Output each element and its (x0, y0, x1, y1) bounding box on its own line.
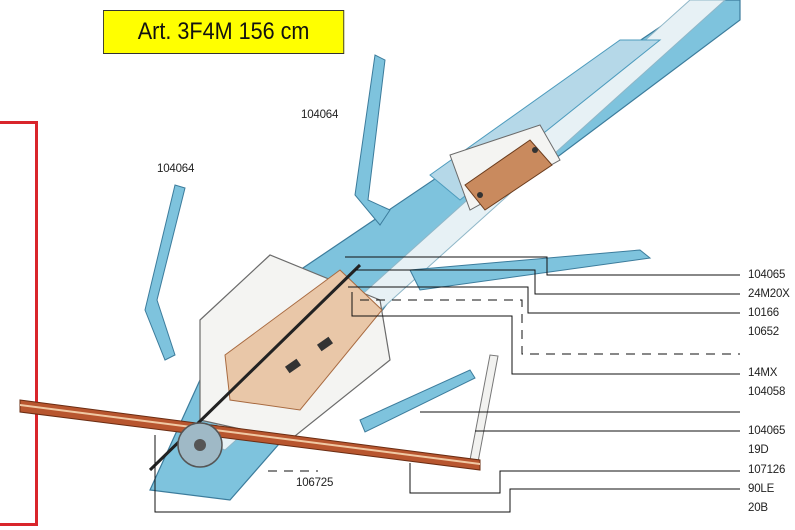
handle-top-left (144, 184, 186, 361)
label-part-104064-top: 104064 (301, 109, 339, 121)
leader-line (348, 286, 740, 314)
label-part-104064-left: 104064 (157, 163, 195, 175)
bolt-icon (477, 192, 483, 198)
label-part-bottom: 106725 (296, 477, 334, 489)
upper-copper-plate (464, 139, 553, 211)
leader-line (355, 269, 740, 295)
label-part-r1: 104065 (748, 269, 786, 281)
window-slot (316, 336, 334, 352)
label-part-r8: 19D (748, 444, 769, 456)
label-part-r9: 107126 (748, 464, 786, 476)
label-part-r3: 10166 (748, 307, 779, 319)
label-part-r11: 20B (748, 502, 768, 514)
handle-top-mid (354, 54, 391, 226)
label-part-r5: 14MX (748, 367, 778, 379)
label-part-r7: 104065 (748, 425, 786, 437)
leader-line (351, 292, 740, 375)
leader-line (154, 435, 740, 513)
pivot-hub (194, 439, 206, 451)
handle-right-2 (359, 369, 476, 433)
label-part-r2: 24M20X (748, 288, 790, 300)
ruler-scale (20, 404, 480, 465)
leader-line (409, 463, 740, 494)
label-part-r6: 104058 (748, 386, 786, 398)
label-part-r10: 90LE (748, 483, 775, 495)
leader-line (360, 299, 740, 355)
red-frame-border (0, 121, 38, 526)
leader-line (345, 256, 740, 276)
square-arm (469, 354, 499, 463)
bolt-icon (532, 147, 538, 153)
article-title: Art. 3F4M 156 cm (103, 10, 345, 54)
label-part-r4: 10652 (748, 326, 779, 338)
window-slot (284, 358, 302, 374)
